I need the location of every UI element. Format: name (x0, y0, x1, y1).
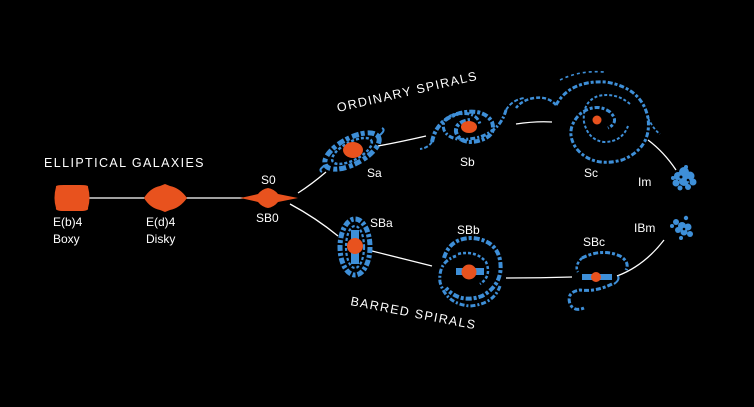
galaxy-sba-label: SBa (370, 216, 393, 230)
connector-sa-sb (377, 135, 427, 147)
galaxy-sbb-label: SBb (457, 223, 480, 237)
barred-spirals-heading: BARRED SPIRALS (349, 294, 477, 332)
galaxy-sbc: SBc (567, 235, 629, 311)
galaxy-sa-label: Sa (367, 166, 382, 180)
galaxy-sa: Sa (319, 127, 385, 180)
boxy-elliptical-galaxy-icon (54, 185, 90, 211)
irregular-galaxy-icon (671, 165, 697, 191)
sba-barred-spiral-galaxy-icon (337, 216, 373, 278)
galaxy-s0-label: S0 (261, 173, 276, 187)
galaxy-im: Im (638, 165, 697, 191)
sa-spiral-galaxy-icon (319, 127, 385, 173)
galaxy-sc-label: Sc (584, 166, 598, 180)
sc-spiral-galaxy-icon (515, 70, 661, 164)
connector-s0-sa (297, 171, 327, 194)
galaxy-sba: SBa (337, 216, 393, 278)
galaxy-sb0-label: SB0 (256, 211, 279, 225)
ellipticals-heading: ELLIPTICAL GALAXIES (44, 156, 205, 170)
galaxy-ed4: E(d)4 Disky (144, 184, 187, 246)
galaxy-sbc-label: SBc (583, 235, 605, 249)
galaxy-eb4-sublabel: Boxy (53, 232, 80, 246)
galaxy-sbb: SBb (438, 223, 503, 308)
galaxy-sb-label: Sb (460, 155, 475, 169)
galaxy-ed4-sublabel: Disky (146, 232, 175, 246)
galaxy-ibm: IBm (634, 215, 693, 240)
connector-sb-sc (515, 121, 553, 125)
galaxy-im-label: Im (638, 175, 651, 189)
sbc-barred-spiral-galaxy-icon (567, 251, 629, 311)
lenticular-galaxy-icon (240, 188, 298, 208)
sbb-barred-spiral-galaxy-icon (438, 235, 503, 308)
connector-s0-sba (289, 203, 339, 237)
connector-lines (88, 121, 677, 279)
connector-sbb-sbc (505, 276, 573, 279)
galaxy-eb4: E(b)4 Boxy (53, 185, 90, 246)
galaxy-eb4-label: E(b)4 (53, 215, 83, 229)
galaxy-sc: Sc (515, 70, 661, 180)
galaxy-ed4-label: E(d)4 (146, 215, 176, 229)
disky-elliptical-galaxy-icon (144, 184, 187, 212)
galaxy-s0: S0 SB0 (240, 173, 298, 225)
connector-sba-sbb (371, 250, 433, 267)
barred-irregular-galaxy-icon (670, 215, 693, 240)
connector-sc-im (647, 139, 677, 171)
galaxy-ibm-label: IBm (634, 221, 655, 235)
galaxy-sb: Sb (419, 97, 525, 169)
connector-sbc-ibm (616, 239, 665, 277)
sb-spiral-galaxy-icon (419, 97, 525, 150)
ordinary-spirals-heading: ORDINARY SPIRALS (336, 69, 480, 115)
